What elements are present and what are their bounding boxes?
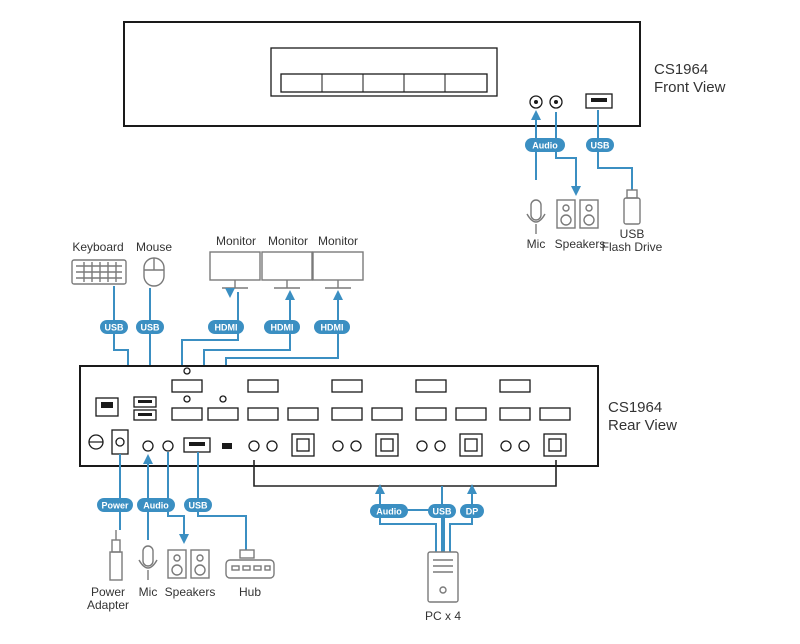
pc-usb-badge: USB	[428, 504, 456, 518]
power-adapter-label-2: Adapter	[87, 598, 129, 612]
front-model-label: CS1964	[654, 61, 708, 78]
svg-text:Audio: Audio	[143, 501, 169, 511]
rear-mic-icon	[138, 545, 158, 580]
rear-mic-label: Mic	[139, 585, 158, 599]
front-audio-badge: Audio	[525, 138, 565, 152]
svg-text:HDMI: HDMI	[321, 323, 344, 333]
monitor-2-hdmi-badge: HDMI	[264, 320, 300, 334]
monitor-1-label: Monitor	[216, 234, 256, 248]
mouse-label: Mouse	[136, 240, 172, 254]
front-mic-icon	[526, 199, 546, 234]
svg-text:USB: USB	[590, 141, 610, 151]
pc-port-group-2	[331, 379, 403, 457]
rear-hdmi-out-1	[171, 379, 203, 393]
svg-text:Audio: Audio	[532, 141, 558, 151]
svg-text:Power: Power	[101, 501, 129, 511]
svg-text:USB: USB	[140, 323, 160, 333]
mouse-usb-badge: USB	[136, 320, 164, 334]
pc-port-group-4	[499, 379, 571, 457]
rear-usb-badge: USB	[184, 498, 212, 512]
power-adapter-label-1: Power	[91, 585, 125, 599]
rear-speaker-jack	[162, 440, 174, 452]
svg-text:HDMI: HDMI	[271, 323, 294, 333]
usb-flash-label-1: USB	[620, 227, 645, 241]
monitor-3-icon	[312, 251, 364, 289]
usb-flash-label-2: Flash Drive	[602, 240, 663, 254]
monitor-2-label: Monitor	[268, 234, 308, 248]
front-mic-label: Mic	[527, 237, 546, 251]
front-view-label: Front View	[654, 79, 726, 96]
svg-text:USB: USB	[188, 501, 208, 511]
keyboard-label: Keyboard	[72, 240, 123, 254]
usb-flash-drive-icon	[623, 189, 641, 225]
svg-text:DP: DP	[466, 507, 479, 517]
keyboard-icon	[71, 259, 127, 285]
monitor-1-icon	[209, 251, 261, 289]
front-speakers-label: Speakers	[555, 237, 606, 251]
keyboard-usb-badge: USB	[100, 320, 128, 334]
power-adapter-icon	[109, 530, 123, 581]
rear-view-label: Rear View	[608, 417, 677, 434]
front-panel	[123, 21, 641, 127]
rear-speakers-label: Speakers	[165, 585, 216, 599]
rear-mic-jack	[142, 440, 154, 452]
rear-model-label: CS1964	[608, 399, 662, 416]
mouse-icon	[143, 257, 165, 287]
svg-text:USB: USB	[104, 323, 124, 333]
pc-audio-badge: Audio	[370, 504, 408, 518]
power-badge: Power	[97, 498, 133, 512]
usb-hub-icon	[225, 549, 275, 579]
pc-label: PC x 4	[425, 609, 461, 623]
monitor-3-hdmi-badge: HDMI	[314, 320, 350, 334]
monitor-3-label: Monitor	[318, 234, 358, 248]
rear-audio-badge: Audio	[137, 498, 175, 512]
pc-ports-bracket	[253, 460, 557, 487]
svg-text:HDMI: HDMI	[215, 323, 238, 333]
pc-tower-icon	[427, 551, 459, 603]
rear-hdmi-out-2	[171, 407, 203, 421]
rear-hdmi-out-3	[207, 407, 239, 421]
svg-text:Audio: Audio	[376, 507, 402, 517]
monitor-1-hdmi-badge: HDMI	[208, 320, 244, 334]
hub-label: Hub	[239, 585, 261, 599]
svg-text:USB: USB	[432, 507, 452, 517]
pc-dp-badge: DP	[460, 504, 484, 518]
monitor-2-icon	[261, 251, 313, 289]
front-speakers-icon	[556, 199, 599, 229]
pc-port-group-3	[415, 379, 487, 457]
front-usb-badge: USB	[586, 138, 614, 152]
rear-speakers-icon	[167, 549, 210, 579]
pc-port-group-1	[247, 379, 319, 457]
